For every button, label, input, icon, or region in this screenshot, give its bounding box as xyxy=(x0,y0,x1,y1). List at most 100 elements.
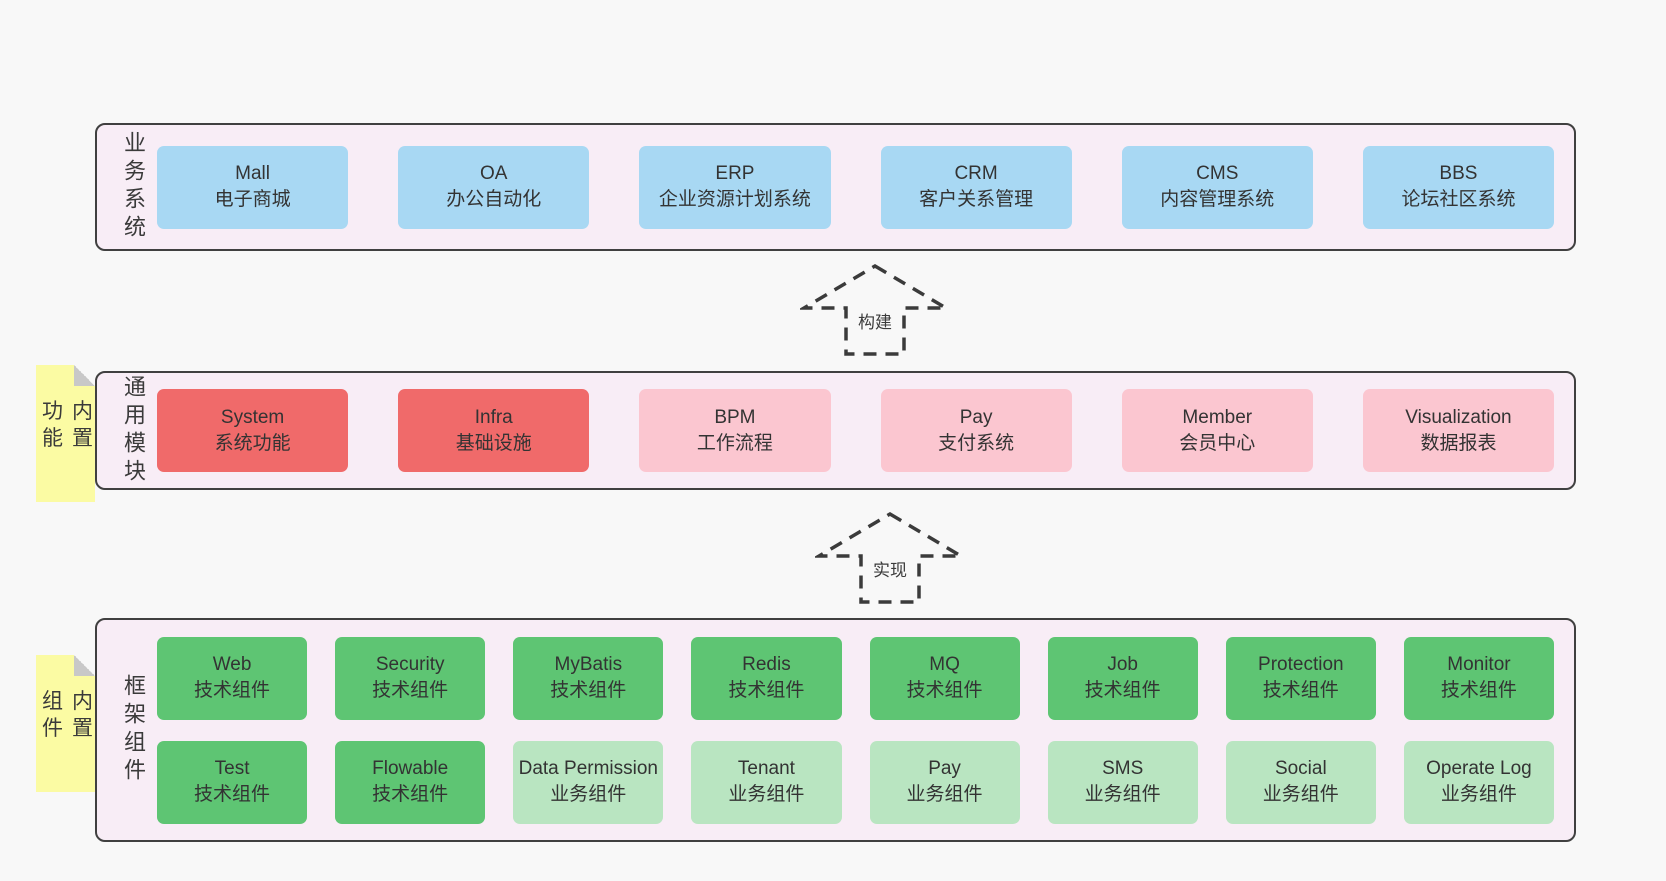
note-fold-corner-icon xyxy=(74,655,95,676)
box-bbs: BBS 论坛社区系统 xyxy=(1362,145,1555,229)
box-subtitle: 技术组件 xyxy=(1084,680,1161,701)
note-text: 内置组件 xyxy=(39,689,93,744)
box-protection: Protection 技术组件 xyxy=(1225,636,1376,720)
layer-business-label: 业务系统 xyxy=(121,131,146,243)
box-title: Pay xyxy=(928,758,961,780)
box-mall: Mall 电子商城 xyxy=(157,145,349,229)
box-title: Test xyxy=(214,758,250,780)
box-pay-component: Pay 业务组件 xyxy=(869,740,1020,824)
box-subtitle: 业务组件 xyxy=(1440,784,1517,805)
box-web: Web 技术组件 xyxy=(157,636,308,720)
box-oa: OA 办公自动化 xyxy=(398,145,590,229)
box-title: Member xyxy=(1182,406,1253,428)
layer-modules-label: 通用模块 xyxy=(121,374,146,487)
box-bpm: BPM 工作流程 xyxy=(639,389,831,472)
box-subtitle: 技术组件 xyxy=(906,680,983,701)
box-title: BPM xyxy=(714,406,756,428)
box-job: Job 技术组件 xyxy=(1047,636,1198,720)
box-flowable: Flowable 技术组件 xyxy=(335,740,486,824)
box-subtitle: 支付系统 xyxy=(938,432,1015,454)
implement-arrow: 实现 xyxy=(815,510,965,606)
layer-components-label: 框架组件 xyxy=(121,674,146,786)
box-subtitle: 企业资源计划系统 xyxy=(658,189,811,210)
components-row-2: Test 技术组件 Flowable 技术组件 Data Permission … xyxy=(157,740,1554,824)
box-subtitle: 客户关系管理 xyxy=(919,189,1034,210)
box-member: Member 会员中心 xyxy=(1121,389,1313,472)
build-arrow: 构建 xyxy=(800,262,950,358)
dashed-up-arrow-icon xyxy=(800,263,950,356)
box-test: Test 技术组件 xyxy=(157,740,308,824)
box-system: System 系统功能 xyxy=(157,389,349,472)
box-infra: Infra 基础设施 xyxy=(398,389,590,472)
layer-business-systems: 业务系统 Mall 电子商城 OA 办公自动化 ERP 企业资源计划系统 CRM… xyxy=(95,123,1576,251)
box-visualization: Visualization 数据报表 xyxy=(1362,389,1555,472)
box-title: Monitor xyxy=(1447,654,1511,676)
dashed-up-arrow-icon xyxy=(815,511,965,604)
box-redis: Redis 技术组件 xyxy=(691,636,842,720)
box-subtitle: 基础设施 xyxy=(455,432,532,454)
box-subtitle: 系统功能 xyxy=(214,432,291,454)
box-subtitle: 业务组件 xyxy=(1084,784,1161,805)
box-mybatis: MyBatis 技术组件 xyxy=(513,636,664,720)
box-title: System xyxy=(220,406,285,428)
box-title: MQ xyxy=(929,654,960,676)
box-title: Pay xyxy=(959,406,993,428)
box-sms: SMS 业务组件 xyxy=(1047,740,1198,824)
box-cms: CMS 内容管理系统 xyxy=(1121,145,1313,229)
note-built-in-components: 内置组件 xyxy=(36,655,95,792)
box-subtitle: 技术组件 xyxy=(194,680,271,701)
box-title: Tenant xyxy=(737,758,795,780)
box-subtitle: 技术组件 xyxy=(550,680,627,701)
note-built-in-features: 内置功能 xyxy=(36,365,95,502)
box-title: Social xyxy=(1274,758,1327,780)
note-fold-corner-icon xyxy=(74,365,95,386)
box-title: Protection xyxy=(1258,654,1344,676)
box-title: Job xyxy=(1107,654,1138,676)
module-boxes: System 系统功能 Infra 基础设施 BPM 工作流程 Pay 支付系统… xyxy=(157,389,1555,472)
box-title: CMS xyxy=(1196,163,1239,185)
box-title: CRM xyxy=(954,163,998,185)
box-title: Redis xyxy=(742,654,791,676)
component-boxes: Web 技术组件 Security 技术组件 MyBatis 技术组件 Redi… xyxy=(157,636,1554,824)
box-subtitle: 工作流程 xyxy=(696,432,773,454)
box-subtitle: 业务组件 xyxy=(728,784,805,805)
business-boxes: Mall 电子商城 OA 办公自动化 ERP 企业资源计划系统 CRM 客户关系… xyxy=(157,145,1555,229)
box-subtitle: 技术组件 xyxy=(728,680,805,701)
layer-framework-components: 框架组件 Web 技术组件 Security 技术组件 MyBatis 技术组件… xyxy=(95,618,1576,842)
box-subtitle: 内容管理系统 xyxy=(1160,189,1275,210)
box-data-permission: Data Permission 业务组件 xyxy=(513,740,664,824)
box-title: SMS xyxy=(1102,758,1144,780)
box-crm: CRM 客户关系管理 xyxy=(880,145,1072,229)
box-title: Web xyxy=(212,654,252,676)
box-title: MyBatis xyxy=(554,654,623,676)
box-subtitle: 业务组件 xyxy=(550,784,627,805)
box-operate-log: Operate Log 业务组件 xyxy=(1403,740,1554,824)
box-subtitle: 技术组件 xyxy=(1262,680,1339,701)
layer-common-modules: 通用模块 System 系统功能 Infra 基础设施 BPM 工作流程 Pay… xyxy=(95,371,1576,490)
box-title: Infra xyxy=(474,406,513,428)
box-subtitle: 论坛社区系统 xyxy=(1401,189,1516,210)
build-arrow-label: 构建 xyxy=(855,308,895,333)
box-title: OA xyxy=(480,163,508,185)
implement-arrow-label: 实现 xyxy=(870,556,910,581)
box-subtitle: 办公自动化 xyxy=(446,189,542,210)
box-tenant: Tenant 业务组件 xyxy=(691,740,842,824)
box-subtitle: 业务组件 xyxy=(906,784,983,805)
box-subtitle: 数据报表 xyxy=(1420,432,1497,454)
box-pay: Pay 支付系统 xyxy=(880,389,1072,472)
box-subtitle: 技术组件 xyxy=(372,784,449,805)
box-title: Flowable xyxy=(372,758,449,780)
box-mq: MQ 技术组件 xyxy=(869,636,1020,720)
note-text: 内置功能 xyxy=(39,399,93,454)
box-security: Security 技术组件 xyxy=(335,636,486,720)
box-title: BBS xyxy=(1439,163,1478,185)
modules-row: System 系统功能 Infra 基础设施 BPM 工作流程 Pay 支付系统… xyxy=(157,389,1555,472)
box-social: Social 业务组件 xyxy=(1225,740,1376,824)
box-subtitle: 技术组件 xyxy=(194,784,271,805)
components-row-1: Web 技术组件 Security 技术组件 MyBatis 技术组件 Redi… xyxy=(157,636,1554,720)
box-title: Data Permission xyxy=(518,758,658,780)
box-subtitle: 电子商城 xyxy=(214,189,291,210)
box-subtitle: 业务组件 xyxy=(1262,784,1339,805)
box-erp: ERP 企业资源计划系统 xyxy=(639,145,831,229)
box-subtitle: 技术组件 xyxy=(372,680,449,701)
